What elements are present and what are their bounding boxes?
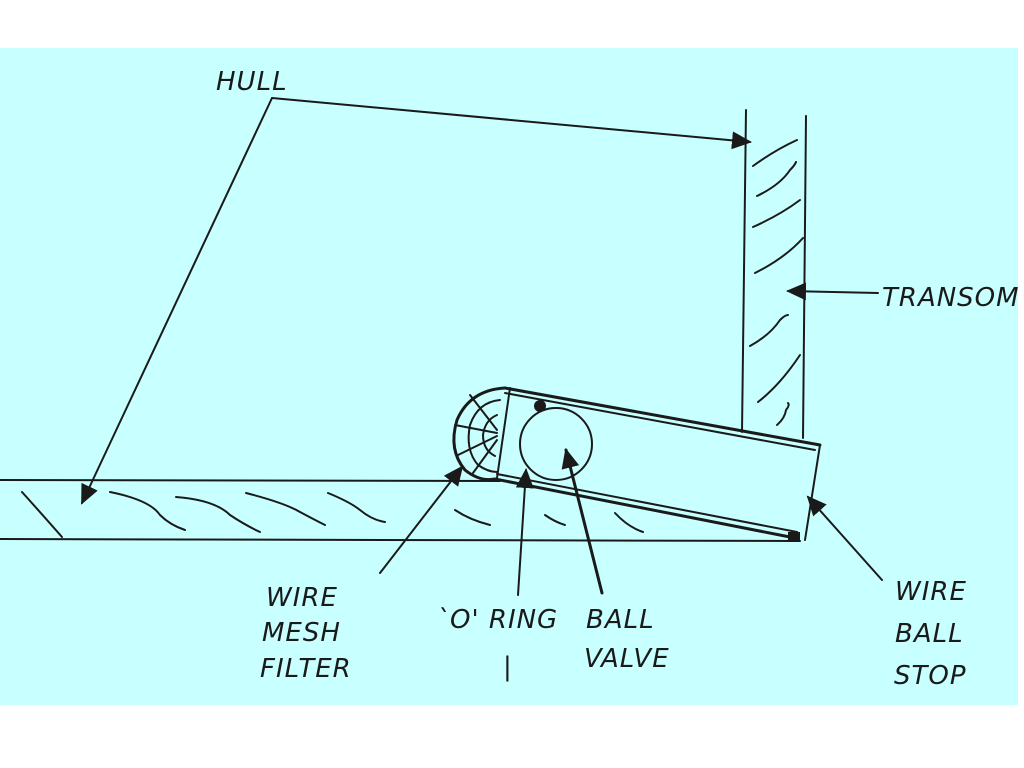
wire-ball-stop-arrow bbox=[806, 495, 883, 581]
label-wire-mesh-filter-line3: FILTER bbox=[260, 654, 352, 684]
label-o-ring: `O' RING bbox=[436, 605, 558, 635]
wire-mesh-filter bbox=[452, 386, 511, 482]
label-wire-mesh-filter-line1: WIRE bbox=[266, 583, 338, 613]
hull-hatching bbox=[21, 491, 644, 538]
ball-valve bbox=[519, 407, 593, 481]
label-wire-ball-stop-line1: WIRE bbox=[895, 577, 967, 607]
o-ring-arrow bbox=[515, 468, 534, 596]
label-ball-valve-line2: VALVE bbox=[584, 644, 670, 674]
label-transom: TRANSOM bbox=[882, 283, 1020, 313]
filter-arrow bbox=[379, 465, 464, 574]
label-wire-ball-stop-line2: BALL bbox=[895, 619, 964, 649]
tube-end-block bbox=[788, 532, 800, 542]
hull-arrow-floor bbox=[81, 97, 273, 505]
label-wire-mesh-filter-line2: MESH bbox=[262, 618, 341, 648]
label-ball-valve-line1: BALL bbox=[586, 605, 655, 635]
transom-arrow bbox=[786, 282, 879, 301]
hull-arrow-transom bbox=[271, 97, 752, 150]
leader-lines bbox=[81, 97, 883, 596]
diagram-background bbox=[0, 48, 1018, 705]
label-hull: HULL bbox=[216, 67, 288, 97]
transom bbox=[741, 109, 807, 439]
hull-floor bbox=[0, 479, 801, 542]
label-o-ring-tick: | bbox=[503, 652, 513, 682]
bailer-tube bbox=[493, 386, 822, 542]
ball-valve-arrow bbox=[561, 448, 604, 595]
label-wire-ball-stop-line3: STOP bbox=[894, 661, 967, 691]
transom-hatching bbox=[749, 139, 804, 426]
o-ring bbox=[534, 400, 546, 412]
